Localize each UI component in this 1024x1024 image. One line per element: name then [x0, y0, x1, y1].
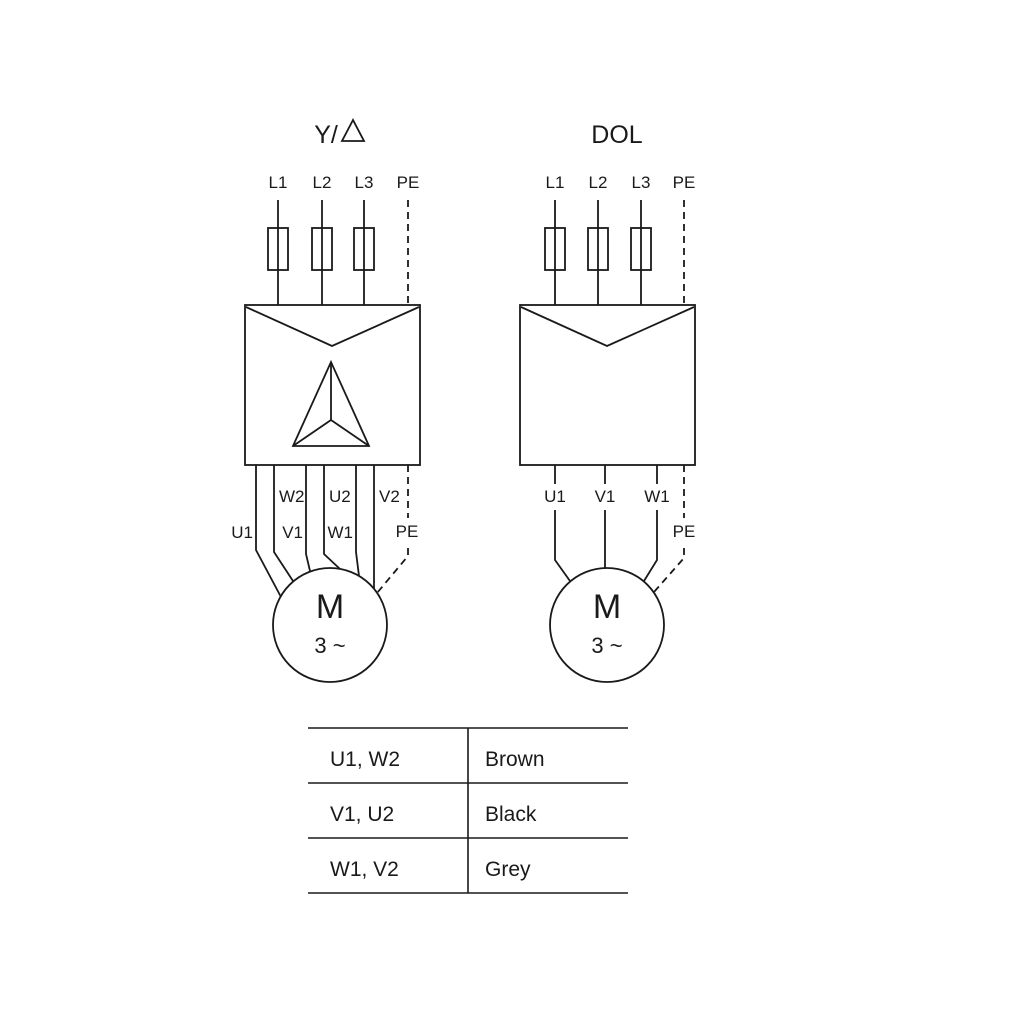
terminal-label-l1: L1 — [269, 173, 288, 192]
table-cell-color: Black — [485, 803, 537, 826]
table-cell-color: Brown — [485, 748, 545, 771]
motor-lead-w2 — [273, 465, 294, 582]
contactor-chevron-icon — [245, 306, 420, 347]
table-cell-terminals: V1, U2 — [330, 803, 394, 826]
starter-box — [519, 304, 696, 466]
contactor-chevron-icon — [520, 306, 695, 347]
terminal-label-l3: L3 — [632, 173, 651, 192]
fuse-icon-l1 — [267, 227, 289, 271]
delta-symbol-spoke — [330, 419, 370, 447]
dol-diagram: DOL L1 L2 L3 PE U1 V1 W1 PE M — [519, 121, 696, 683]
terminal-label-l3: L3 — [355, 173, 374, 192]
dol-title: DOL — [591, 121, 643, 149]
fuse-icon-l2 — [587, 227, 609, 271]
table-row: U1, W2 Brown — [330, 748, 545, 771]
motor-phase-label: 3 ~ — [314, 633, 345, 658]
terminal-label-pe: PE — [673, 173, 696, 192]
fuse-icon-l3 — [630, 227, 652, 271]
lead-label-v1: V1 — [282, 523, 303, 542]
motor-lead-u1-lower — [554, 510, 571, 582]
lead-label-v1: V1 — [595, 487, 616, 506]
motor-lead-u2 — [323, 465, 341, 570]
lead-label-u1: U1 — [544, 487, 566, 506]
terminal-label-pe: PE — [397, 173, 420, 192]
table-row: W1, V2 Grey — [330, 858, 531, 881]
motor-letter: M — [593, 588, 621, 626]
lead-label-w1: W1 — [328, 523, 354, 542]
wire-color-table: U1, W2 Brown V1, U2 Black W1, V2 Grey — [308, 727, 628, 894]
lead-label-v2: V2 — [379, 487, 400, 506]
lead-label-w2: W2 — [279, 487, 305, 506]
lead-label-pe: PE — [673, 522, 696, 541]
motor-phase-label: 3 ~ — [591, 633, 622, 658]
table-cell-color: Grey — [485, 858, 531, 881]
table-row: V1, U2 Black — [330, 803, 537, 826]
delta-icon — [340, 118, 366, 142]
delta-symbol-icon — [291, 359, 371, 447]
lead-label-w1: W1 — [644, 487, 670, 506]
fuse-icon-l2 — [311, 227, 333, 271]
motor-lead-v1 — [305, 465, 311, 572]
table-cell-terminals: U1, W2 — [330, 748, 400, 771]
table-cell-terminals: W1, V2 — [330, 858, 399, 881]
motor-lead-w1-lower — [643, 510, 658, 582]
motor-lead-pe-lower — [376, 548, 409, 594]
lead-label-u2: U2 — [329, 487, 351, 506]
motor-lead-w1 — [355, 465, 360, 577]
delta-symbol-spoke — [292, 419, 332, 447]
starter-box — [244, 304, 421, 466]
star-delta-title: Y/ — [314, 121, 338, 149]
terminal-label-l2: L2 — [589, 173, 608, 192]
fuse-icon-l3 — [353, 227, 375, 271]
motor-lead-u1 — [255, 465, 282, 598]
motor-circle — [549, 567, 665, 683]
motor-circle — [272, 567, 388, 683]
fuse-icon-l1 — [544, 227, 566, 271]
motor-letter: M — [316, 588, 344, 626]
lead-label-pe: PE — [396, 522, 419, 541]
terminal-label-l1: L1 — [546, 173, 565, 192]
star-delta-diagram: Y/ L1 L2 L3 PE W2 U2 V2 — [231, 118, 421, 683]
terminal-label-l2: L2 — [313, 173, 332, 192]
motor-lead-pe-lower — [653, 548, 685, 593]
lead-label-u1: U1 — [231, 523, 253, 542]
